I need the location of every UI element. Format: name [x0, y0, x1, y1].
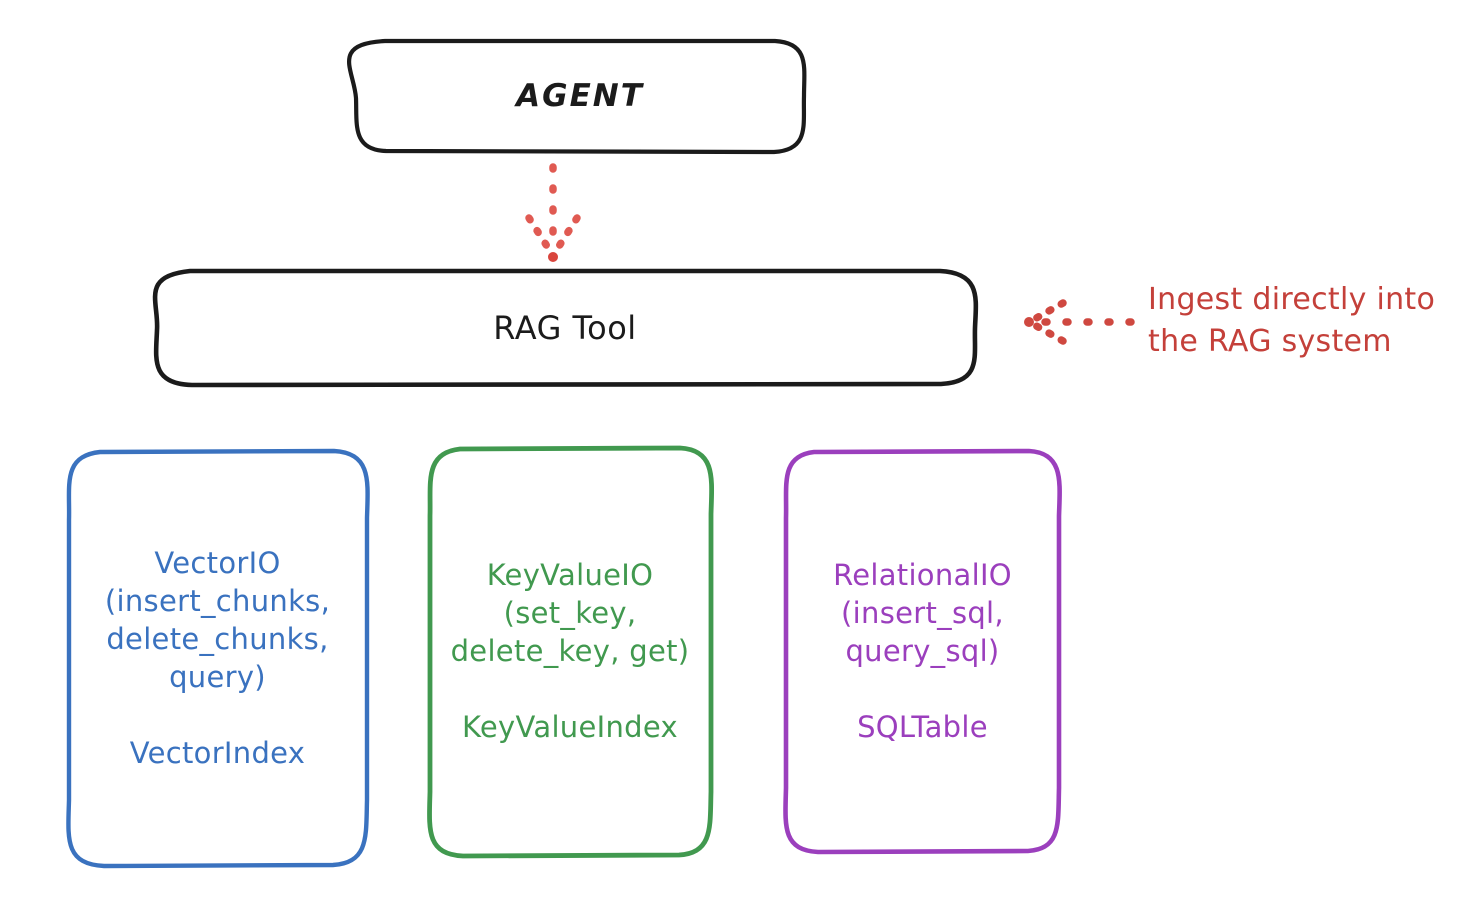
agent-box[interactable]: [347, 38, 807, 155]
rag-tool-box[interactable]: [152, 268, 979, 388]
agent-to-rag-tool-arrow: [525, 163, 581, 262]
relational-io-box[interactable]: [783, 448, 1062, 855]
vector-io-box[interactable]: [66, 448, 370, 869]
ingest-arrow: [1024, 299, 1135, 345]
key-value-io-box[interactable]: [427, 445, 715, 859]
